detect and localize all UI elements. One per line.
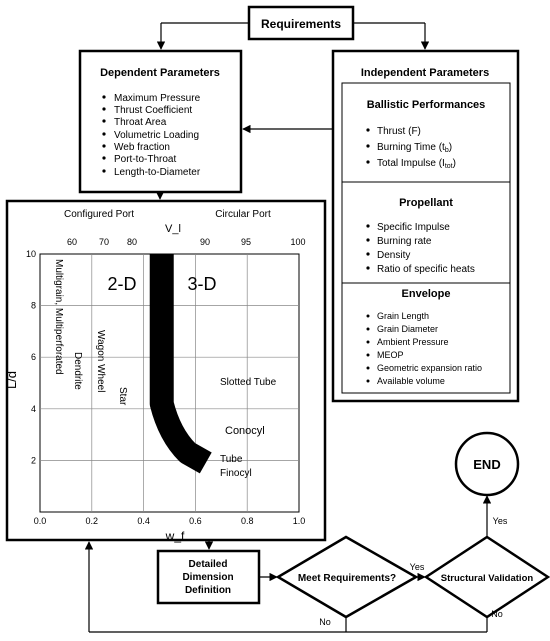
propellant-list: Specific Impulse Burning rate Density Ra… (366, 222, 475, 275)
x-axis-label: w_f (165, 529, 185, 543)
list-item: Thrust Coefficient (114, 105, 192, 116)
y-tick-label: 4 (31, 404, 36, 414)
list-item: Grain Diameter (377, 324, 438, 334)
vertical-label-wagon-wheel: Wagon Wheel (95, 330, 106, 392)
top-tick-label: 80 (127, 237, 137, 247)
top-tick-label: 90 (200, 237, 210, 247)
list-item: Throat Area (114, 117, 167, 128)
label-no-meet: No (319, 617, 331, 627)
list-item: Volumetric Loading (114, 130, 199, 141)
meet-requirements-label: Meet Requirements? (298, 573, 396, 584)
structural-validation-label: Structural Validation (441, 573, 534, 584)
x-tick-label: 0.4 (137, 516, 150, 526)
annotation-slotted-tube: Slotted Tube (220, 377, 277, 388)
vertical-label-dendrite: Dendrite (72, 352, 83, 390)
vertical-label-star: Star (117, 387, 128, 406)
top-tick-label: 60 (67, 237, 77, 247)
region-label-3d: 3-D (187, 274, 216, 294)
independent-parameters-box (331, 49, 520, 403)
region-label-2d: 2-D (107, 274, 136, 294)
list-item: Grain Length (377, 311, 429, 321)
ballistic-title: Ballistic Performances (367, 99, 486, 111)
annotation-conocyl: Conocyl (225, 425, 265, 437)
y-tick-label: 10 (26, 249, 36, 259)
annotation-tube: Tube (220, 454, 243, 465)
top-tick-label: 95 (241, 237, 251, 247)
detailed-line-2: Dimension (182, 572, 233, 583)
label-no-structural: No (491, 609, 503, 619)
x-tick-label: 1.0 (293, 516, 306, 526)
list-item: Burning rate (377, 236, 432, 247)
x-tick-label: 0.6 (189, 516, 202, 526)
y-axis-label: L/d (4, 371, 19, 389)
list-item: Web fraction (114, 142, 170, 153)
list-item: Port-to-Throat (114, 154, 176, 165)
list-item: Total Impulse (Itot) (377, 158, 456, 170)
y-tick-label: 6 (31, 352, 36, 362)
top-axis-label: V_l (165, 223, 181, 235)
list-item: Maximum Pressure (114, 93, 201, 104)
end-terminal (454, 431, 520, 497)
y-tick-label: 2 (31, 455, 36, 465)
list-item: Geometric expansion ratio (377, 363, 482, 373)
x-tick-label: 0.8 (241, 516, 254, 526)
y-tick-label: 8 (31, 301, 36, 311)
propellant-title: Propellant (399, 197, 453, 209)
y-axis-ticks: 2 4 6 8 10 (26, 249, 36, 465)
list-item: Ambient Pressure (377, 337, 449, 347)
chart-top-right-label: Circular Port (215, 209, 271, 220)
top-axis-ticks: 60 70 80 90 95 100 (67, 237, 306, 247)
annotation-finocyl: Finocyl (220, 468, 252, 479)
top-tick-label: 70 (99, 237, 109, 247)
top-tick-label: 100 (290, 237, 305, 247)
detailed-line-3: Definition (185, 585, 231, 596)
list-item: Thrust (F) (377, 126, 421, 137)
x-tick-label: 0.2 (86, 516, 99, 526)
vertical-label-multigrain: Multigrain, Multiperforated (53, 259, 64, 375)
end-label: END (473, 457, 500, 472)
dependent-list: Maximum Pressure Thrust Coefficient Thro… (102, 93, 201, 178)
independent-title: Independent Parameters (361, 67, 489, 79)
requirements-title: Requirements (261, 17, 341, 31)
x-axis-ticks: 0.0 0.2 0.4 0.6 0.8 1.0 (34, 516, 306, 526)
list-item: Available volume (377, 376, 445, 386)
chart-top-left-label: Configured Port (64, 209, 134, 220)
list-item: Ratio of specific heats (377, 264, 475, 275)
label-yes-structural: Yes (493, 516, 508, 526)
detailed-dimension-box (156, 549, 261, 605)
x-tick-label: 0.0 (34, 516, 47, 526)
list-item: Burning Time (tb) (377, 142, 452, 154)
2d-3d-boundary-curve (149, 254, 212, 474)
label-yes-meet: Yes (410, 562, 425, 572)
list-item: Density (377, 250, 410, 261)
list-item: Specific Impulse (377, 222, 450, 233)
list-item: Length-to-Diameter (114, 167, 201, 178)
envelope-list: Grain Length Grain Diameter Ambient Pres… (366, 311, 482, 386)
ballistic-list: Thrust (F) Burning Time (tb) Total Impul… (366, 126, 456, 170)
independent-inner-frame (341, 82, 511, 394)
dependent-title: Dependent Parameters (100, 67, 220, 79)
detailed-line-1: Detailed (189, 559, 228, 570)
list-item: MEOP (377, 350, 404, 360)
envelope-title: Envelope (402, 288, 451, 300)
